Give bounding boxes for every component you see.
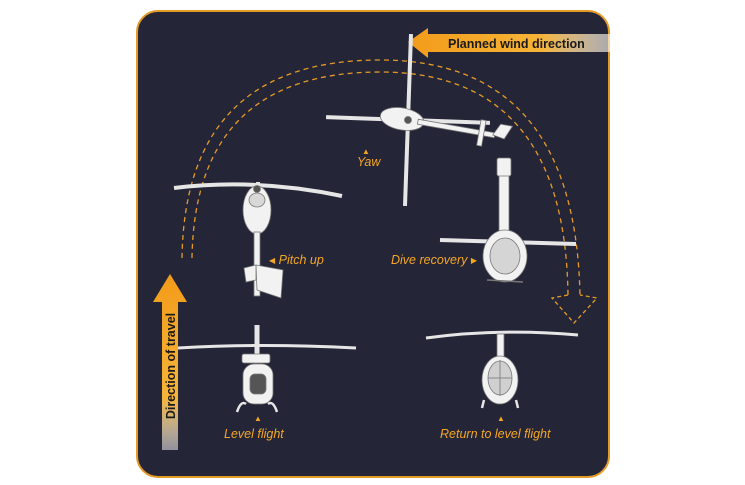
return-level-marker: ▲	[493, 412, 509, 425]
dive-recovery-label: Dive recovery	[391, 253, 468, 267]
wind-direction-label: Planned wind direction	[448, 37, 585, 51]
up-triangle-icon: ▲	[362, 147, 370, 156]
helicopter-yaw	[325, 33, 514, 207]
right-triangle-icon: ▶	[470, 256, 478, 265]
flight-path-arc	[181, 59, 581, 296]
travel-direction-arrow	[153, 274, 187, 450]
pitch-up-label-wrapper: ◀ Pitch up	[269, 254, 324, 267]
pitch-up-label: Pitch up	[278, 253, 324, 267]
wind-direction-arrow	[408, 28, 612, 58]
left-triangle-icon: ◀	[269, 256, 276, 265]
travel-direction-label: Direction of travel	[163, 312, 178, 420]
yaw-marker: ▲	[356, 145, 376, 158]
helicopter-level-flight	[177, 325, 357, 413]
flight-path-arrowhead	[550, 294, 599, 324]
helicopter-return-level-flight	[425, 330, 579, 409]
level-flight-marker: ▲	[250, 412, 266, 425]
up-triangle-icon: ▲	[497, 414, 505, 423]
level-flight-label: Level flight	[224, 427, 284, 441]
helicopter-pitch-up	[173, 182, 343, 299]
helicopter-dive-recovery	[439, 157, 577, 283]
up-triangle-icon: ▲	[254, 414, 262, 423]
yaw-label: Yaw	[357, 155, 381, 169]
return-level-label: Return to level flight	[440, 427, 551, 441]
dive-recovery-label-wrapper: Dive recovery ▶	[391, 254, 477, 267]
